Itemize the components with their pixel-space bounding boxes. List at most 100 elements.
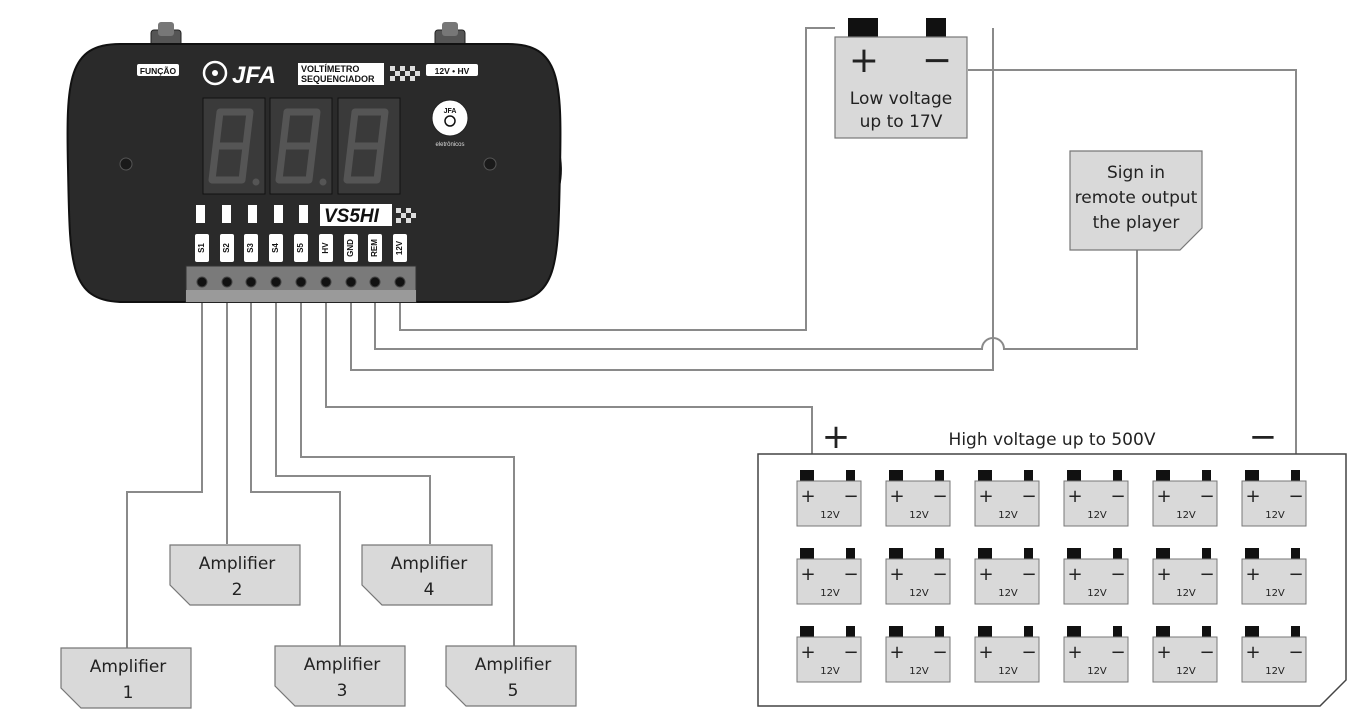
cell-body (796, 636, 862, 683)
cell-plus-sign: + (1156, 564, 1171, 585)
cell-minus-terminal (846, 470, 855, 483)
battery-cells: +−12V+−12V+−12V+−12V+−12V+−12V+−12V+−12V… (796, 470, 1307, 683)
cell-voltage-label: 12V (820, 588, 840, 599)
cell-voltage-label: 12V (820, 510, 840, 521)
battery-cell: +−12V (974, 470, 1040, 527)
bank-minus-sign: − (1249, 417, 1278, 457)
cell-plus-terminal (978, 548, 992, 561)
cell-plus-terminal (1245, 470, 1259, 483)
cell-plus-sign: + (889, 642, 904, 663)
terminal-label-gnd: GND (346, 239, 355, 257)
checker-flag-icon (390, 66, 420, 81)
brand-logo-icon (202, 60, 228, 86)
cell-minus-sign: − (843, 486, 858, 507)
cell-body (796, 558, 862, 605)
terminal-screw-s5 (295, 276, 307, 288)
cell-minus-terminal (1113, 548, 1122, 561)
terminal-screw-s2 (221, 276, 233, 288)
cell-voltage-label: 12V (909, 588, 929, 599)
wire-s4 (275, 282, 431, 544)
cell-body (974, 558, 1040, 605)
cell-body (1241, 558, 1307, 605)
cell-plus-sign: + (1067, 486, 1082, 507)
wire-s5 (300, 282, 515, 646)
cell-minus-sign: − (1199, 486, 1214, 507)
cell-minus-sign: − (1199, 564, 1214, 585)
svg-text:JFA: JFA (444, 108, 457, 115)
cell-minus-sign: − (1021, 564, 1036, 585)
cell-minus-terminal (935, 470, 944, 483)
cell-minus-terminal (846, 626, 855, 639)
wire-gnd (350, 28, 994, 371)
cell-voltage-label: 12V (1265, 510, 1285, 521)
cell-plus-terminal (1156, 548, 1170, 561)
cell-body (885, 558, 951, 605)
remote-line1: Sign in (1107, 163, 1165, 183)
battery-cell: +−12V (974, 626, 1040, 683)
battery-cell: +−12V (1241, 626, 1307, 683)
seven-segment-display (202, 97, 401, 195)
cell-minus-terminal (1291, 548, 1300, 561)
cell-plus-terminal (1067, 470, 1081, 483)
cell-minus-sign: − (932, 486, 947, 507)
cell-plus-terminal (800, 470, 814, 483)
cell-minus-sign: − (843, 642, 858, 663)
cell-plus-terminal (800, 626, 814, 639)
amplifiers: Amplifier1Amplifier2Amplifier3Amplifier4… (60, 544, 577, 709)
cell-plus-sign: + (800, 642, 815, 663)
cell-body (1152, 558, 1218, 605)
cell-voltage-label: 12V (1087, 588, 1107, 599)
terminal-label-rem: REM (370, 239, 379, 257)
cell-plus-sign: + (1245, 564, 1260, 585)
terminal-screws (196, 276, 406, 288)
cell-minus-sign: − (1110, 486, 1125, 507)
wire-s3 (250, 282, 341, 646)
amplifier-number: 1 (123, 683, 134, 703)
terminal-screw-s1 (196, 276, 208, 288)
amplifier-label: Amplifier (304, 655, 381, 675)
battery-minus-terminal (926, 18, 946, 40)
terminal-label-s4: S4 (271, 243, 280, 253)
amplifier-label: Amplifier (90, 657, 167, 677)
cell-voltage-label: 12V (998, 666, 1018, 677)
cell-body (885, 480, 951, 527)
battery-label-line2: up to 17V (860, 112, 943, 132)
cell-plus-sign: + (800, 564, 815, 585)
cell-plus-sign: + (889, 486, 904, 507)
cell-minus-terminal (1202, 626, 1211, 639)
cell-voltage-label: 12V (820, 666, 840, 677)
amplifier-number: 2 (232, 580, 243, 600)
cell-plus-sign: + (978, 642, 993, 663)
battery-label-line1: Low voltage (850, 89, 952, 109)
terminal-screw-s3 (245, 276, 257, 288)
cell-plus-terminal (800, 548, 814, 561)
cell-minus-sign: − (1288, 564, 1303, 585)
cell-plus-terminal (1245, 626, 1259, 639)
cell-body (974, 480, 1040, 527)
cell-plus-terminal (889, 548, 903, 561)
battery-cell: + −12V (796, 470, 862, 527)
bank-plus-sign: + (822, 417, 851, 457)
cell-voltage-label: 12V (1176, 588, 1196, 599)
cell-plus-sign: + (1245, 486, 1260, 507)
cell-minus-sign: − (843, 564, 858, 585)
cell-minus-terminal (1202, 470, 1211, 483)
cell-plus-sign: + (1067, 642, 1082, 663)
bank-title: High voltage up to 500V (949, 430, 1156, 450)
low-voltage-battery: + − Low voltage up to 17V (834, 18, 968, 139)
cell-plus-terminal (1156, 626, 1170, 639)
cell-plus-sign: + (800, 486, 815, 507)
terminal-label-bg (393, 234, 407, 262)
terminal-label-bg (244, 234, 258, 262)
terminal-label-bg (269, 234, 283, 262)
cell-minus-sign: − (1110, 642, 1125, 663)
cell-plus-sign: + (1156, 642, 1171, 663)
amplifier-box (169, 544, 301, 606)
remote-signal-box: Sign in remote output the player (1069, 150, 1203, 251)
remote-line2: remote output (1075, 188, 1198, 208)
jfa-round-logo (431, 99, 469, 137)
